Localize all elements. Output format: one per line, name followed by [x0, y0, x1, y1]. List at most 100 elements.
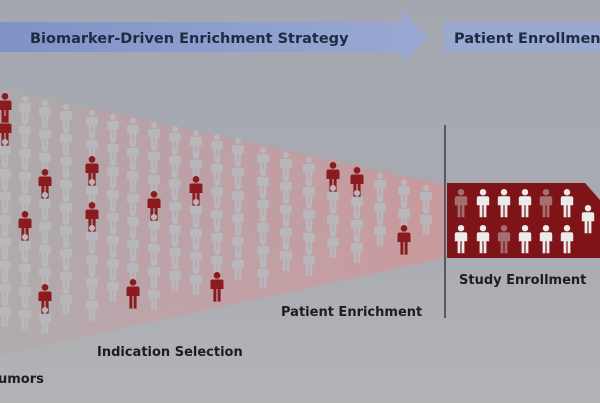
person-icon [374, 219, 386, 246]
person-icon [232, 207, 244, 234]
enrolled-person-icon [581, 205, 595, 234]
person-icon [19, 119, 31, 146]
person-icon-positive [326, 162, 340, 192]
person-icon [257, 262, 269, 289]
person-icon [374, 196, 386, 223]
enrolled-person-icon [497, 225, 511, 254]
person-icon [107, 137, 119, 164]
stage-label-indication-selection: Indication Selection [97, 345, 243, 360]
enrollment-banner-label: Patient Enrollment [454, 31, 600, 47]
person-icon [39, 307, 51, 334]
person-icon [127, 141, 139, 168]
person-icon [420, 208, 432, 235]
people-group [0, 93, 595, 334]
person-icon [169, 218, 181, 245]
person-icon [0, 162, 11, 189]
person-icon [107, 252, 119, 279]
person-icon [127, 256, 139, 283]
enrolled-person-icon [454, 189, 468, 218]
person-icon [19, 257, 31, 284]
person-icon [39, 146, 51, 173]
person-icon [19, 188, 31, 215]
person-icon [0, 277, 11, 304]
person-icon [39, 100, 51, 127]
person-icon [60, 242, 72, 269]
person-icon [303, 226, 315, 253]
stage-label-tumors: umors [0, 372, 44, 387]
person-icon [19, 280, 31, 307]
person-icon [107, 229, 119, 256]
person-icon [127, 164, 139, 191]
person-icon [86, 110, 98, 137]
enrollment-banner-box [444, 22, 600, 52]
person-icon [169, 125, 181, 153]
person-icon [280, 244, 292, 271]
person-icon [107, 275, 119, 302]
person-icon [148, 168, 160, 195]
person-icon [257, 216, 269, 243]
person-icon [257, 239, 269, 266]
enrolled-person-icon [476, 189, 490, 218]
person-icon [60, 288, 72, 315]
person-icon [280, 152, 292, 179]
strategy-banner: Biomarker-Driven Enrichment Strategy [0, 10, 428, 62]
person-icon [190, 199, 202, 226]
person-icon [60, 150, 72, 177]
person-icon [107, 206, 119, 233]
person-icon [107, 183, 119, 210]
person-icon [232, 184, 244, 211]
person-icon [169, 241, 181, 268]
person-icon [351, 236, 363, 263]
person-icon-positive [18, 211, 32, 241]
person-icon [39, 123, 51, 150]
person-icon [280, 175, 292, 202]
person-icon [303, 249, 315, 276]
person-icon [211, 134, 223, 161]
person-icon [86, 179, 98, 206]
person-icon [0, 185, 11, 212]
person-icon [0, 208, 11, 235]
person-icon [327, 185, 339, 212]
person-icon [257, 170, 269, 197]
person-icon-positive [38, 284, 52, 314]
person-icon [280, 198, 292, 225]
enrolled-person-icon [560, 189, 574, 218]
person-icon [303, 180, 315, 207]
person-icon [190, 153, 202, 180]
enrolled-person-icon [454, 225, 468, 254]
stage-label-patient-enrichment: Patient Enrichment [281, 305, 422, 320]
person-icon [169, 195, 181, 222]
person-icon [86, 248, 98, 275]
person-icon [60, 104, 72, 131]
person-icon [232, 253, 244, 280]
person-icon [86, 133, 98, 160]
person-icon-positive [210, 272, 224, 302]
person-icon [211, 203, 223, 230]
person-icon-positive [85, 156, 99, 186]
enrollment-banner: Patient Enrollment [444, 22, 600, 52]
person-icon [60, 219, 72, 246]
person-icon [148, 214, 160, 241]
person-icon [19, 234, 31, 261]
person-icon [19, 142, 31, 169]
person-icon [60, 126, 72, 154]
stage-label-study-enrollment: Study Enrollment [459, 273, 586, 288]
person-icon [39, 238, 51, 265]
person-icon [303, 157, 315, 184]
person-icon [0, 231, 11, 258]
person-icon [39, 215, 51, 242]
person-icon [148, 122, 160, 149]
enrolled-person-icon [476, 225, 490, 254]
person-icon [0, 254, 11, 281]
enrolled-person-icon [518, 225, 532, 254]
person-icon-positive [38, 169, 52, 199]
person-icon [60, 173, 72, 200]
strategy-arrow [0, 10, 428, 62]
person-icon [19, 96, 31, 123]
person-icon [211, 226, 223, 253]
enrolled-person-icon [518, 189, 532, 218]
person-icon [60, 196, 72, 223]
person-icon [148, 260, 160, 287]
strategy-banner-label: Biomarker-Driven Enrichment Strategy [30, 31, 349, 47]
